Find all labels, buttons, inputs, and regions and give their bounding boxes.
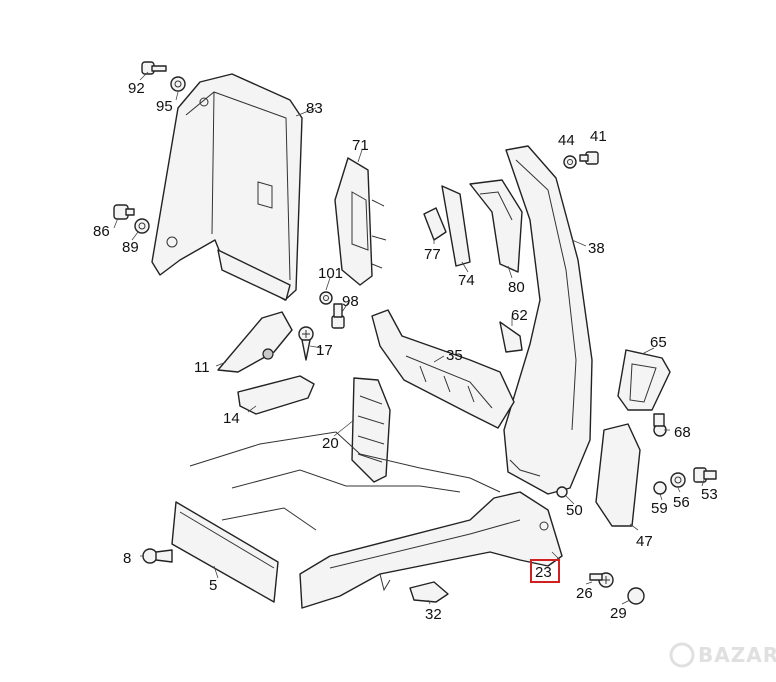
- part-23-sill-trim: [299, 491, 563, 609]
- part-50-clip: [556, 486, 568, 498]
- part-95-washer: [170, 76, 186, 92]
- label-47: 47: [636, 533, 653, 550]
- part-80-bracket: [469, 179, 523, 273]
- leader-lines: [113, 71, 705, 605]
- label-77: 77: [424, 246, 441, 263]
- part-20-vent-grille: [351, 377, 391, 483]
- part-35-frame: [371, 309, 515, 429]
- part-11-trim: [217, 311, 293, 373]
- part-8-clip: [142, 548, 173, 564]
- watermark-logo: BAZAR: [669, 642, 776, 668]
- part-44-washer: [563, 155, 577, 169]
- label-14: 14: [223, 410, 240, 427]
- part-59-nut: [653, 481, 667, 495]
- label-62: 62: [511, 307, 528, 324]
- part-92-screw: [141, 61, 167, 75]
- label-35: 35: [446, 347, 463, 364]
- part-71-side-cover: [334, 157, 387, 286]
- label-74: 74: [458, 272, 475, 289]
- part-5-panel: [171, 501, 279, 603]
- label-56: 56: [673, 494, 690, 511]
- label-26: 26: [576, 585, 593, 602]
- label-8: 8: [123, 550, 131, 567]
- label-32: 32: [425, 606, 442, 623]
- part-101-washer: [319, 291, 333, 305]
- label-59: 59: [651, 500, 668, 517]
- part-68-screw: [653, 413, 667, 437]
- label-29: 29: [610, 605, 627, 622]
- part-89-washer: [134, 218, 150, 234]
- label-23: 23: [535, 564, 552, 581]
- part-74-trim-strip: [441, 185, 471, 267]
- label-50: 50: [566, 502, 583, 519]
- part-14-strip: [237, 375, 315, 415]
- label-86: 86: [93, 223, 110, 240]
- label-98: 98: [342, 293, 359, 310]
- label-41: 41: [590, 128, 607, 145]
- highlight-box-23: [530, 559, 560, 583]
- label-92: 92: [128, 80, 145, 97]
- part-86-screw: [113, 204, 135, 220]
- part-47-panel: [595, 423, 641, 527]
- part-53-screw: [693, 467, 717, 483]
- part-41-screw: [579, 151, 599, 165]
- part-29-cap: [627, 587, 645, 605]
- part-77-clip: [423, 207, 447, 241]
- label-65: 65: [650, 334, 667, 351]
- part-65-cover: [617, 349, 671, 411]
- part-98-screw: [331, 303, 345, 329]
- label-101: 101: [318, 265, 343, 282]
- label-71: 71: [352, 137, 369, 154]
- label-80: 80: [508, 279, 525, 296]
- part-62-clip: [499, 321, 523, 353]
- part-32-clip: [409, 581, 449, 603]
- label-53: 53: [701, 486, 718, 503]
- label-44: 44: [558, 132, 575, 149]
- label-20: 20: [322, 435, 339, 452]
- label-68: 68: [674, 424, 691, 441]
- part-56-washer: [670, 472, 686, 488]
- label-89: 89: [122, 239, 139, 256]
- part-17-screw: [298, 326, 314, 361]
- part-labels: 92 95 83 71 44 41 86 89 77 74 80 38 101 …: [93, 80, 718, 623]
- body-floor-structure: [189, 431, 501, 531]
- label-38: 38: [588, 240, 605, 257]
- label-5: 5: [209, 577, 217, 594]
- part-83-backrest-panel: [151, 73, 303, 301]
- part-26-screw: [589, 572, 614, 588]
- watermark-text: BAZAR: [698, 643, 776, 667]
- label-83: 83: [306, 100, 323, 117]
- label-11: 11: [194, 359, 210, 376]
- label-95: 95: [156, 98, 173, 115]
- label-17: 17: [316, 342, 333, 359]
